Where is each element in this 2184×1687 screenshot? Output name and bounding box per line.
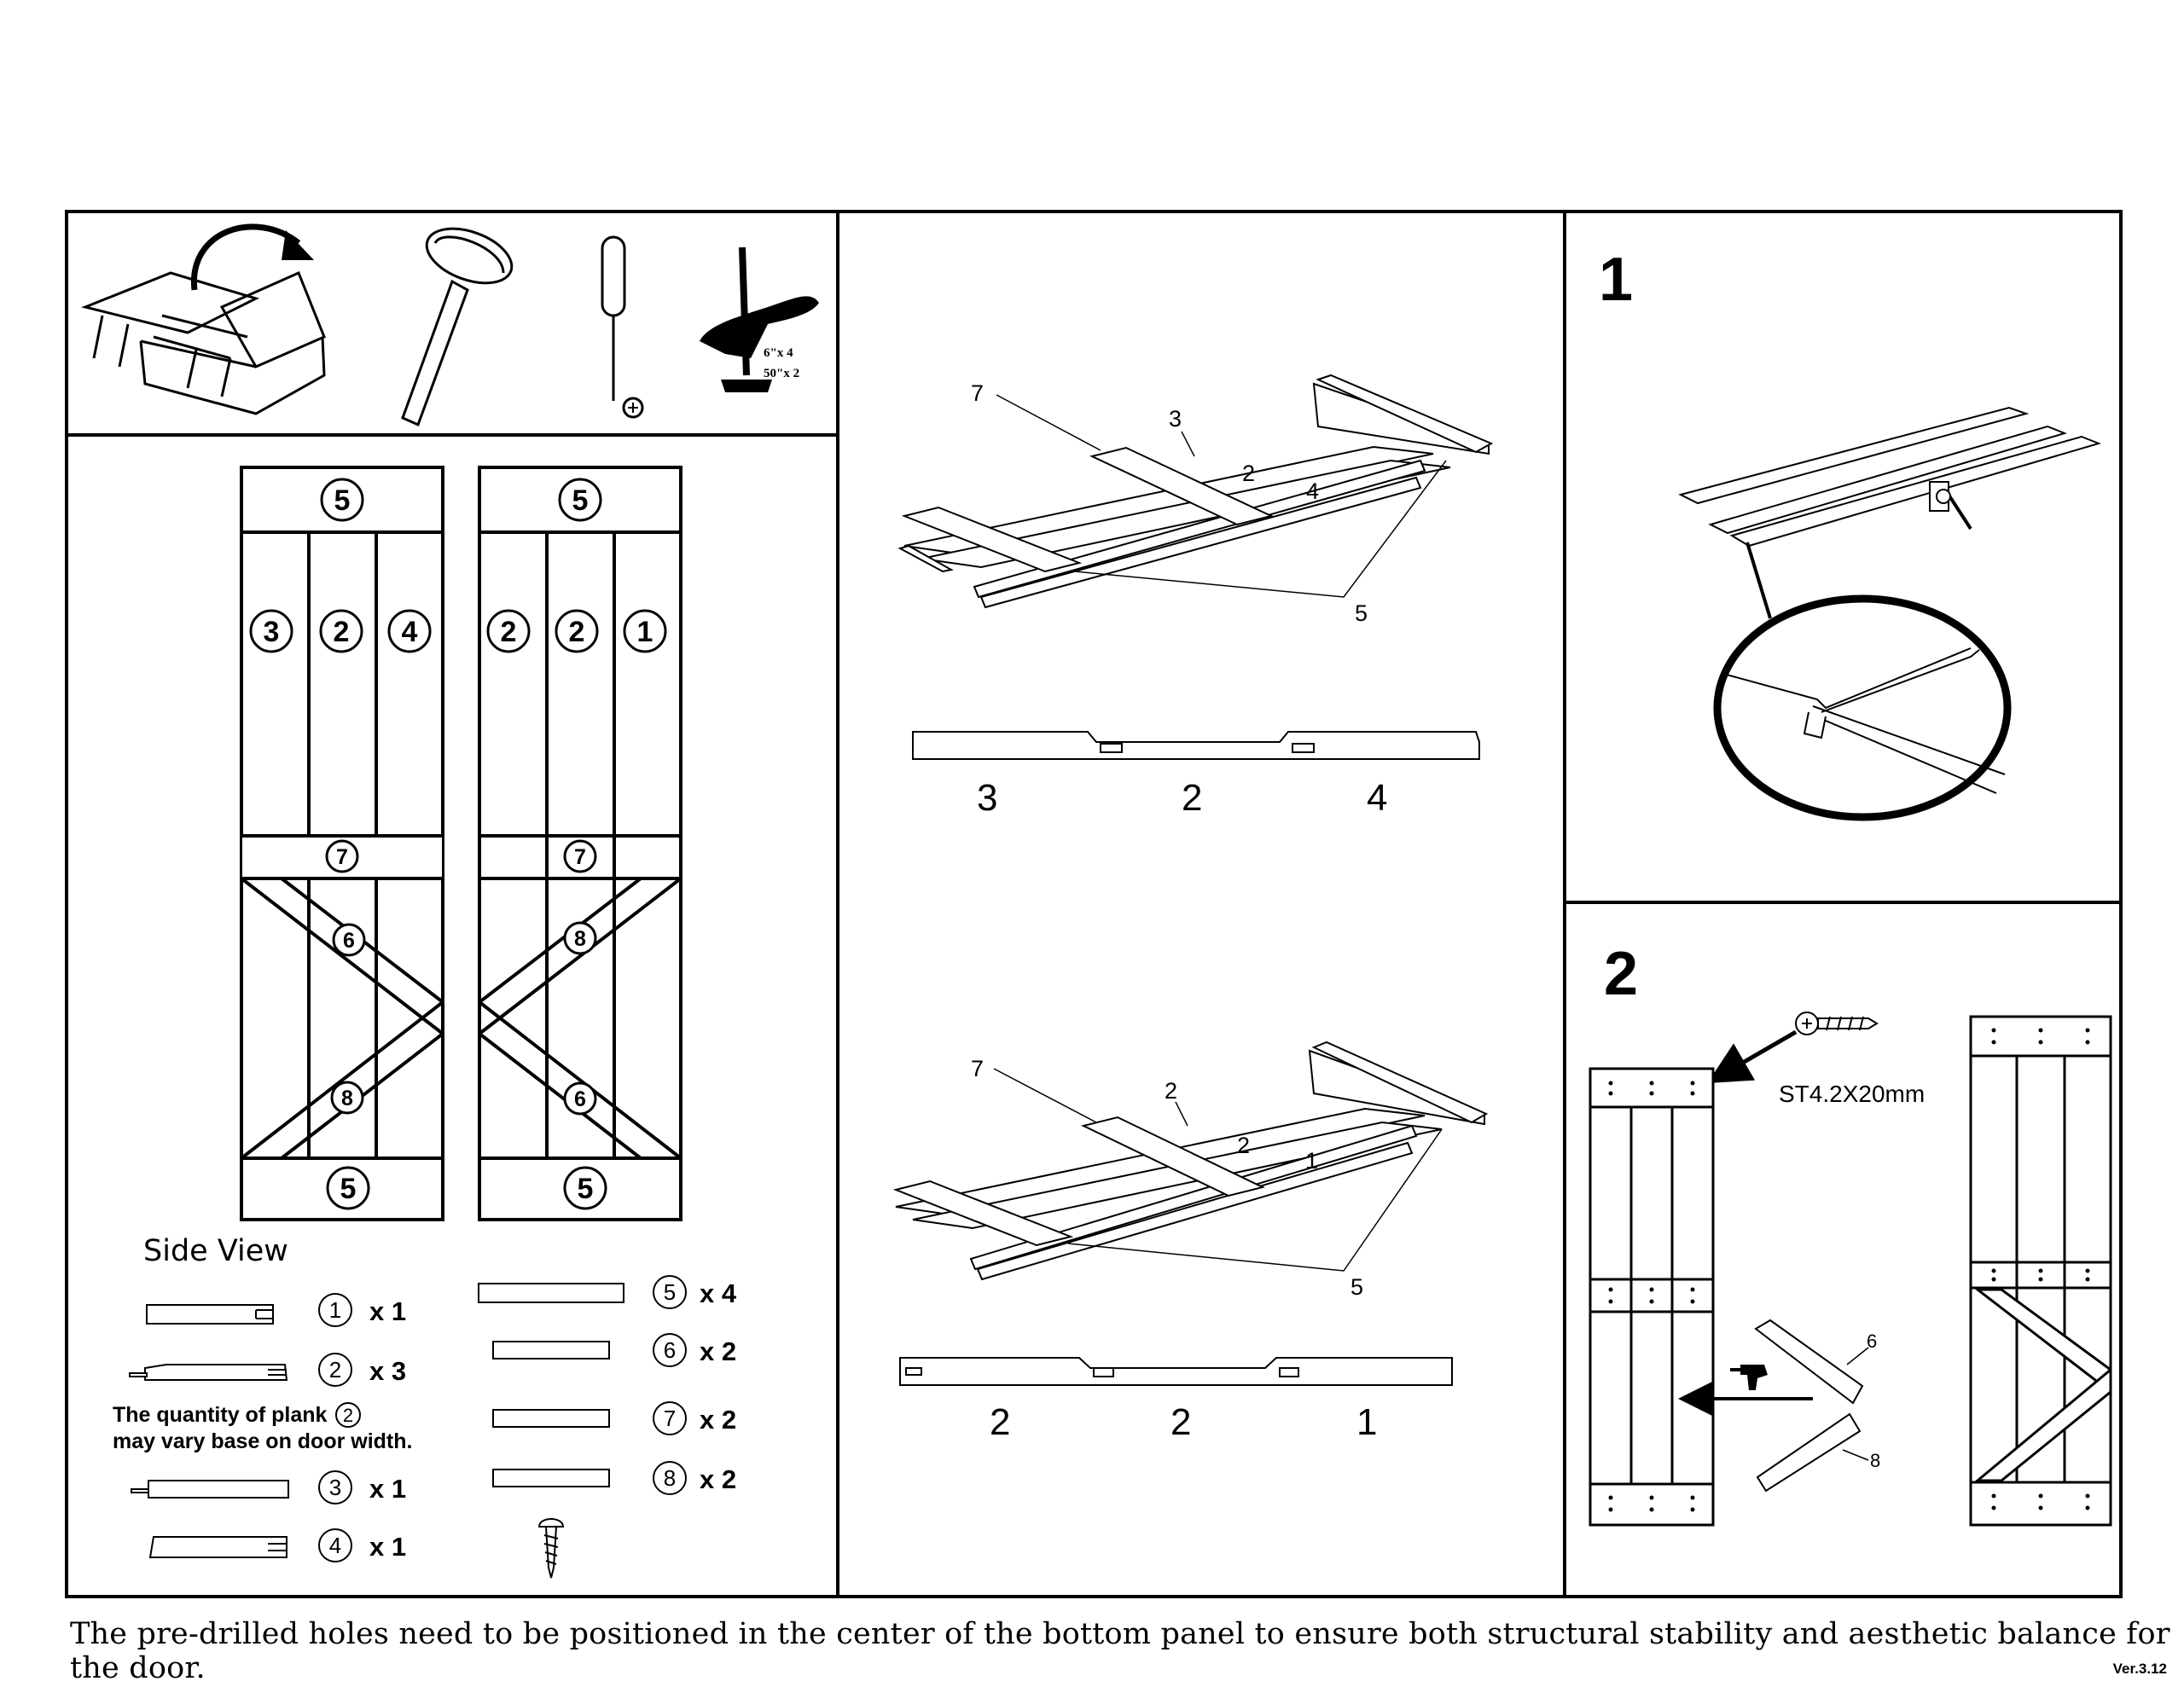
step-2-back-brace-lower [1973,1366,2112,1482]
assembly-bottom-profile-2b: 2 [1170,1401,1191,1443]
clamp-label-qty-50: 50"x 2 [764,367,799,380]
assembly-bottom-drawing [892,1041,1489,1281]
step-1-planks [1678,406,2102,548]
assembly-bottom-profile-2a: 2 [990,1401,1010,1443]
step-2-door-front [1589,1067,1715,1527]
door-left-plank-3-label: 4 [402,616,418,648]
screwdriver-icon [601,235,644,419]
door-right-top-rail-label: 5 [572,484,589,517]
open-arrow-icon [191,223,301,291]
part-3-qty: x 1 [369,1474,406,1504]
version-label: Ver.3.12 [2112,1661,2167,1677]
door-left-mid-rail-label: 7 [336,845,348,869]
step-2-door-front-holes [1608,1081,1695,1512]
part-6-qty: x 2 [700,1336,736,1366]
step-2-brace-8 [1756,1412,1862,1493]
part-2-qty: x 3 [369,1356,406,1386]
assembly-top-drawing [897,374,1494,609]
assembly-top-profile [912,731,1480,760]
step-2-door-back-holes [1991,1028,2090,1510]
door-right-plank-3-label: 1 [637,616,653,648]
note-line-1: The quantity of plank [113,1403,327,1427]
step-1-zoom-connector [1745,542,1772,619]
door-right [478,466,682,1221]
clamp-icon: 6"x 4 50"x 2 [700,246,819,392]
toolbox-icon [81,270,326,415]
assembly-top-profile-3: 3 [977,777,997,819]
plank-profile-3 [131,1480,289,1499]
door-left-plank-2-label: 2 [334,616,350,648]
door-right-brace-top-label: 8 [574,927,586,951]
part-7-qty: x 2 [700,1405,736,1435]
part-5-number: 5 [664,1279,676,1305]
assembly-top-label-4: 4 [1306,478,1319,504]
rail-parts [478,1283,624,1487]
open-arrow-head-icon [282,230,314,260]
step-1-number: 1 [1599,246,1633,314]
step-2-screw-spec: ST4.2X20mm [1779,1081,1925,1107]
assembly-bottom-profile [899,1357,1453,1386]
part-1-qty: x 1 [369,1296,406,1326]
drill-icon [1730,1365,1768,1390]
screw-icon [537,1518,565,1579]
part-5-qty: x 4 [700,1278,737,1308]
door-left [240,466,444,1221]
part-2-number: 2 [329,1357,341,1383]
part-7-number: 7 [664,1406,676,1431]
assembly-top-label-3: 3 [1169,406,1182,432]
door-left-top-rail-label: 5 [334,484,351,517]
assembly-bottom-label-2b: 2 [1237,1133,1250,1158]
assembly-top-profile-4: 4 [1367,777,1387,819]
part-6-number: 6 [664,1337,676,1363]
door-right-plank-2-label: 2 [569,616,585,648]
plank-profile-4 [148,1536,288,1558]
door-left-brace-bottom-label: 8 [341,1087,353,1110]
door-left-brace-top-label: 6 [343,929,355,953]
assembly-bottom-label-7: 7 [971,1056,984,1081]
step-2-brace-6-label: 6 [1867,1330,1877,1352]
note-line-2: may vary base on door width. [113,1429,412,1453]
assembly-top-label-7: 7 [971,380,984,406]
plank-profile-1 [146,1304,274,1325]
mallet-icon [401,227,514,427]
assembly-bottom-label-2a: 2 [1165,1078,1177,1104]
door-left-plank-1-label: 3 [264,616,280,648]
plank-profile-2 [129,1364,288,1381]
step-2-brace-8-label: 8 [1870,1450,1880,1471]
door-right-mid-rail-label: 7 [574,845,586,869]
step-2-number: 2 [1604,940,1638,1008]
assembly-bottom-label-1: 1 [1305,1148,1318,1174]
door-right-bottom-rail-label: 5 [578,1173,594,1205]
step-2-brace-6 [1754,1319,1864,1405]
assembly-top-label-5: 5 [1355,600,1368,626]
clamp-label-qty-6: 6"x 4 [764,346,793,360]
part-1-number: 1 [329,1297,341,1323]
step-1-zoom-circle [1713,594,2012,821]
door-right-brace-bottom-label: 6 [574,1087,586,1111]
step-2-screw-arrow [1707,1029,1798,1084]
assembly-bottom-profile-1: 1 [1356,1401,1377,1443]
footer-note: The pre-drilled holes need to be positio… [70,1617,2170,1685]
part-8-qty: x 2 [700,1464,736,1494]
part-3-number: 3 [329,1475,341,1500]
note-plank-number: 2 [343,1405,353,1426]
assembly-top-profile-2: 2 [1182,777,1202,819]
assembly-top-label-2: 2 [1242,461,1255,486]
part-4-number: 4 [329,1533,341,1558]
door-left-bottom-rail-label: 5 [340,1173,357,1205]
part-8-number: 8 [664,1465,676,1491]
step-1-joint-detail [1722,647,2006,794]
assembly-bottom-label-5: 5 [1350,1274,1363,1300]
door-right-plank-1-label: 2 [501,616,517,648]
panel-frame [65,210,2123,1598]
part-4-qty: x 1 [369,1532,406,1562]
side-view-title: Side View [143,1234,288,1268]
step-2-screw-icon [1795,1012,1879,1035]
